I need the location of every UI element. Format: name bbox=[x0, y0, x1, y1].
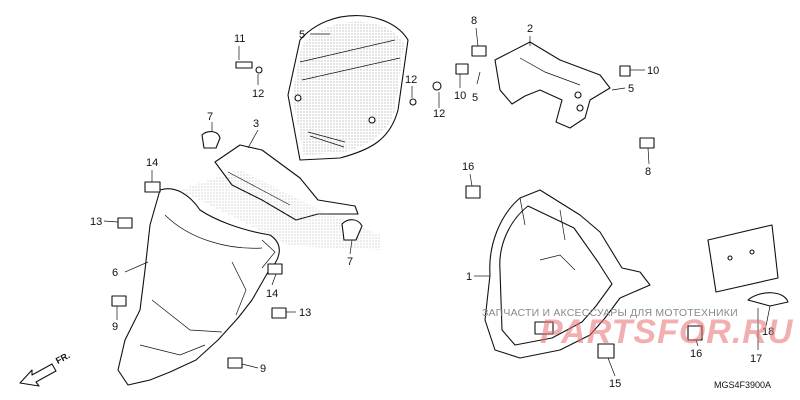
callout-5-left: 5 bbox=[472, 92, 478, 104]
front-direction-arrow-icon bbox=[19, 363, 57, 387]
callout-11-left: 11 bbox=[234, 33, 245, 45]
diagram-code: MGS4F3900A bbox=[714, 380, 772, 390]
callout-3: 3 bbox=[253, 118, 259, 130]
windscreen-part bbox=[287, 15, 409, 161]
callout-13-right: 13 bbox=[299, 307, 311, 319]
callout-11-right: 12 bbox=[433, 108, 445, 120]
callout-12-left: 12 bbox=[252, 88, 264, 100]
cowl-stay-frame-part bbox=[484, 189, 651, 359]
callout-2: 2 bbox=[527, 23, 533, 35]
callout-4: 5 bbox=[299, 29, 305, 41]
windscreen-bracket-part bbox=[180, 144, 380, 250]
callout-16-left: 16 bbox=[462, 161, 474, 173]
callout-7-top: 7 bbox=[207, 111, 213, 123]
callout-9-bottom: 9 bbox=[260, 363, 266, 375]
watermark-brand: PARTSFOR.RU bbox=[540, 313, 794, 351]
callout-7-bottom: 7 bbox=[347, 256, 353, 268]
callout-5-right: 5 bbox=[628, 83, 634, 95]
front-cowl-part bbox=[117, 188, 280, 386]
plate-holder-part bbox=[707, 224, 789, 307]
callout-17: 17 bbox=[750, 353, 762, 365]
callout-10-right: 10 bbox=[647, 65, 659, 77]
callout-18: 18 bbox=[762, 326, 774, 338]
callout-12-right: 12 bbox=[405, 74, 417, 86]
callout-16-right: 16 bbox=[690, 348, 702, 360]
watermark-caption: ЗАПЧАСТИ И АКСЕССУАРЫ ДЛЯ МОТОТЕХНИКИ bbox=[482, 307, 738, 319]
callout-8-top: 8 bbox=[471, 15, 477, 27]
callout-13-left: 13 bbox=[90, 216, 102, 228]
callout-6: 6 bbox=[112, 267, 118, 279]
leader-lines bbox=[103, 27, 771, 377]
fasteners bbox=[111, 45, 703, 369]
callout-1: 1 bbox=[466, 271, 472, 283]
callout-14-bottom: 14 bbox=[266, 288, 278, 300]
callout-9-left: 9 bbox=[112, 321, 118, 333]
callout-labels: 11 12 5 12 12 7 3 14 13 6 9 9 14 13 7 8 … bbox=[90, 15, 774, 390]
callout-8-bottom: 8 bbox=[645, 166, 651, 178]
callout-10-left: 10 bbox=[454, 90, 466, 102]
callout-15: 15 bbox=[609, 378, 621, 390]
callout-14-top: 14 bbox=[146, 157, 158, 169]
mirror-bracket-part bbox=[494, 41, 611, 129]
